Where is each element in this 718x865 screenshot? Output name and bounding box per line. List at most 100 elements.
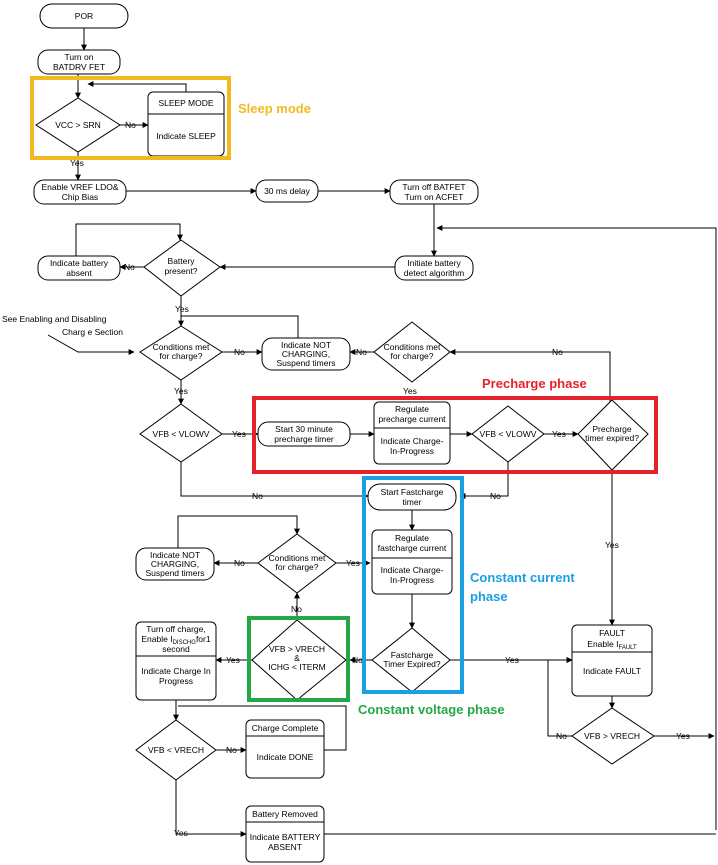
svg-text:VFB > VRECH: VFB > VRECH	[584, 731, 640, 741]
node-not-charging-1: Indicate NOT CHARGING, Suspend timers	[261, 337, 351, 371]
svg-text:&: &	[294, 653, 300, 663]
svg-text:POR: POR	[75, 11, 93, 21]
annotation-precharge-phase: Precharge phase	[482, 376, 587, 391]
svg-text:In-Progress: In-Progress	[390, 575, 434, 585]
edge-label: Yes	[232, 429, 246, 439]
svg-text:Regulate: Regulate	[395, 404, 429, 414]
decision-vfb-vrech-2: VFB > VRECH	[571, 707, 655, 765]
edge-label: Yes	[605, 540, 619, 550]
svg-text:Conditions met: Conditions met	[384, 342, 441, 352]
edge-label: Yes	[552, 429, 566, 439]
edge-label: Yes	[505, 655, 519, 665]
decision-fastcharge-timer: Fastcharge Timer Expired?	[371, 627, 451, 693]
node-regulate-precharge: Regulate precharge current Indicate Char…	[373, 401, 451, 465]
svg-text:Suspend timers: Suspend timers	[276, 358, 335, 368]
node-start-fastcharge: Start Fastcharge timer	[367, 483, 457, 511]
edge-label: Yes	[174, 386, 188, 396]
svg-text:Start Fastcharge: Start Fastcharge	[381, 487, 444, 497]
svg-text:Charge Complete: Charge Complete	[252, 723, 319, 733]
svg-text:CHARGING,: CHARGING,	[282, 349, 330, 359]
node-enable-vref: Enable VREF LDO& Chip Bias	[33, 179, 127, 205]
decision-conditions-1: Conditions met for charge?	[139, 325, 223, 381]
node-turn-off-charge: Turn off charge, Enable IDISCHGfor1 seco…	[135, 621, 217, 701]
svg-text:Suspend timers: Suspend timers	[145, 568, 204, 578]
edge-label: No	[552, 347, 563, 357]
svg-text:precharge current: precharge current	[378, 414, 446, 424]
edge-label: Yes	[174, 828, 188, 838]
svg-text:BATDRV FET: BATDRV FET	[53, 62, 105, 72]
connectors	[47, 28, 717, 837]
decision-vfb-vrech-1: VFB < VRECH	[135, 719, 217, 781]
svg-text:In-Progress: In-Progress	[390, 446, 434, 456]
svg-text:Enable IFAULT: Enable IFAULT	[587, 639, 637, 651]
svg-text:fastcharge current: fastcharge current	[378, 543, 447, 553]
node-charge-complete: Charge Complete Indicate DONE	[245, 719, 325, 779]
edge-label: No	[234, 347, 245, 357]
svg-text:Indicate Charge In: Indicate Charge In	[141, 666, 211, 676]
svg-text:Initiate battery: Initiate battery	[407, 258, 461, 268]
edge-label: No	[291, 604, 302, 614]
edge-label: No	[226, 745, 237, 755]
annotation-constant-voltage: Constant voltage phase	[358, 702, 505, 717]
svg-text:for charge?: for charge?	[276, 562, 319, 572]
edge-label: Yes	[676, 731, 690, 741]
decision-vcc-srn: VCC > SRN	[35, 97, 121, 153]
svg-text:Turn off BATFET: Turn off BATFET	[402, 182, 465, 192]
svg-text:CHARGING,: CHARGING,	[151, 559, 199, 569]
svg-text:Turn on ACFET: Turn on ACFET	[405, 192, 464, 202]
svg-text:VFB < VLOWV: VFB < VLOWV	[153, 429, 210, 439]
svg-text:Regulate: Regulate	[395, 533, 429, 543]
edge-label: Yes	[226, 655, 240, 665]
annotation-constant-current-2: phase	[470, 589, 508, 604]
frame-constant-current	[362, 476, 464, 694]
svg-text:for charge?: for charge?	[160, 351, 203, 361]
edge-label: No	[124, 262, 135, 272]
svg-text:Charg e Section: Charg e Section	[62, 327, 123, 337]
decision-battery-present: Battery present?	[143, 239, 221, 297]
node-turn-on-batdrv: Turn on BATDRV FET	[37, 49, 121, 75]
svg-text:present?: present?	[164, 266, 197, 276]
edge-label: Yes	[346, 558, 360, 568]
decision-vfb-vlowv-1: VFB < VLOWV	[139, 403, 223, 463]
svg-text:for charge?: for charge?	[391, 351, 434, 361]
svg-text:ABSENT: ABSENT	[268, 842, 302, 852]
edge-label: Yes	[403, 386, 417, 396]
svg-text:Indicate battery: Indicate battery	[50, 258, 109, 268]
decision-precharge-timer: Precharge timer expired?	[577, 399, 649, 471]
node-regulate-fastcharge: Regulate fastcharge current Indicate Cha…	[371, 529, 453, 595]
decision-conditions-3: Conditions met for charge?	[257, 533, 337, 594]
svg-text:Enable IDISCHGfor1: Enable IDISCHGfor1	[141, 634, 210, 646]
svg-text:ICHG < ITERM: ICHG < ITERM	[268, 662, 325, 672]
svg-text:30 ms delay: 30 ms delay	[264, 186, 311, 196]
svg-text:FAULT: FAULT	[599, 628, 625, 638]
node-not-charging-2: Indicate NOT CHARGING, Suspend timers	[135, 547, 215, 581]
edge-label: No	[234, 558, 245, 568]
svg-text:Indicate Charge-: Indicate Charge-	[381, 436, 444, 446]
edge-label: Yes	[175, 304, 189, 314]
frame-precharge	[252, 396, 658, 474]
svg-text:Turn on: Turn on	[65, 52, 94, 62]
svg-text:Indicate DONE: Indicate DONE	[257, 752, 314, 762]
svg-text:Conditions met: Conditions met	[269, 553, 326, 563]
node-30ms-delay: 30 ms delay	[255, 179, 319, 203]
node-battery-absent: Indicate battery absent	[37, 255, 121, 281]
svg-text:Indicate NOT: Indicate NOT	[281, 340, 331, 350]
edge-label: No	[352, 655, 363, 665]
decision-vfb-vlowv-2: VFB < VLOWV	[471, 405, 545, 463]
svg-text:Turn off charge,: Turn off charge,	[146, 624, 206, 634]
svg-text:Battery Removed: Battery Removed	[252, 809, 318, 819]
annotation-sleep-mode: Sleep mode	[238, 101, 311, 116]
edge-label: No	[125, 120, 136, 130]
node-sleep-mode: SLEEP MODE Indicate SLEEP	[147, 91, 225, 157]
node-start-30min: Start 30 minute precharge timer	[257, 421, 351, 447]
svg-text:Indicate FAULT: Indicate FAULT	[583, 666, 641, 676]
svg-text:SLEEP MODE: SLEEP MODE	[158, 98, 213, 108]
svg-text:Battery: Battery	[168, 256, 196, 266]
svg-text:Indicate SLEEP: Indicate SLEEP	[156, 131, 216, 141]
svg-text:Indicate BATTERY: Indicate BATTERY	[250, 832, 321, 842]
node-turn-off-batfet: Turn off BATFET Turn on ACFET	[389, 179, 479, 205]
svg-text:VCC > SRN: VCC > SRN	[55, 120, 101, 130]
svg-text:Enable VREF LDO&: Enable VREF LDO&	[41, 182, 118, 192]
edge-label: No	[556, 731, 567, 741]
edge-label: Yes	[70, 158, 84, 168]
